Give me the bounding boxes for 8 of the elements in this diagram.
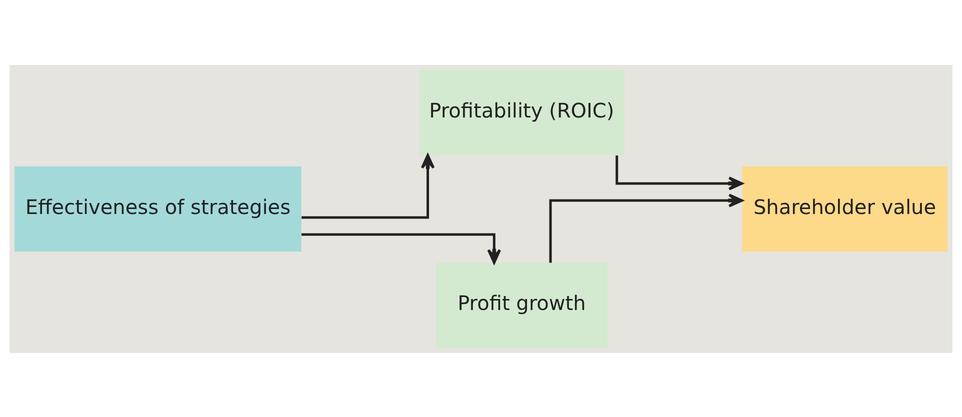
node-box: Effectiveness of strategies (14, 166, 302, 252)
arrow (616, 154, 744, 190)
node-box: Profitability (ROIC) (419, 70, 624, 155)
node-box: Profit growth (436, 262, 608, 348)
arrow (302, 154, 435, 218)
node-box: Shareholder value (742, 166, 948, 252)
arrow (302, 232, 502, 264)
arrow (549, 193, 744, 262)
